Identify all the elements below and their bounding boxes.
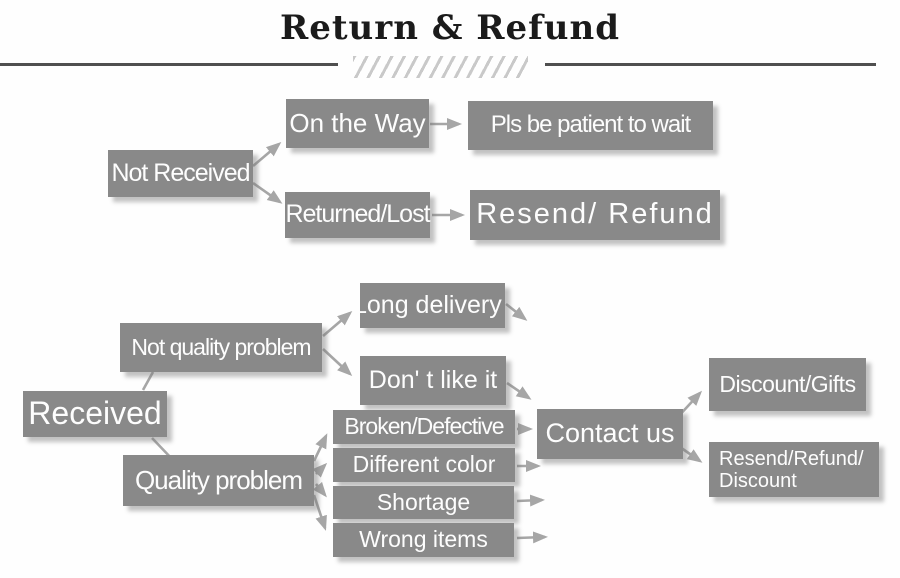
- node-label: Discount/Gifts: [719, 370, 856, 397]
- divider-left: [0, 63, 338, 66]
- node-not-quality-problem: Not quality problem: [120, 323, 322, 372]
- node-long-delivery: Long delivery: [360, 283, 505, 328]
- node-label: Wrong items: [359, 526, 488, 553]
- node-shortage: Shortage: [333, 486, 514, 519]
- arrow-wrong-items-out: [516, 531, 548, 544]
- node-received: Received: [23, 391, 167, 437]
- arrow-not-quality-to-dont-like-it: [322, 348, 353, 377]
- node-label: Don' t like it: [368, 365, 498, 394]
- node-resend-refund-discount: Resend/Refund/ Discount: [709, 442, 879, 497]
- divider-right: [545, 63, 876, 66]
- node-quality-problem: Quality problem: [123, 455, 314, 506]
- node-label-line1: Resend/Refund/: [719, 447, 864, 470]
- arrow-dont-like-it-out: [506, 381, 532, 400]
- arrow-quality-to-broken-defective: [312, 433, 328, 462]
- arrow-quality-to-different-color: [312, 462, 328, 478]
- node-different-color: Different color: [333, 448, 515, 482]
- arrow-quality-to-shortage: [312, 481, 327, 498]
- arrow-long-delivery-out: [505, 302, 528, 321]
- arrow-quality-to-wrong-items: [312, 494, 327, 531]
- hatch-decoration: [353, 56, 528, 78]
- node-label: Quality problem: [134, 465, 303, 496]
- arrow-shortage-out: [516, 494, 545, 507]
- node-label: Not Received: [111, 158, 250, 187]
- node-label: Different color: [352, 451, 496, 478]
- node-not-received: Not Received: [108, 150, 253, 197]
- node-label: Not quality problem: [131, 333, 311, 360]
- node-label: Resend/ Refund: [476, 198, 714, 231]
- node-contact-us: Contact us: [537, 409, 683, 459]
- node-wrong-items: Wrong items: [333, 523, 514, 557]
- node-resend-refund: Resend/ Refund: [470, 190, 720, 240]
- node-label: Long delivery: [360, 290, 502, 319]
- node-returned-lost: Returned/Lost: [285, 192, 431, 238]
- page-title: Return & Refund: [279, 8, 621, 48]
- node-discount-gifts: Discount/Gifts: [709, 358, 866, 411]
- node-label: Contact us: [545, 418, 675, 449]
- arrow-not-received-to-on-the-way: [252, 142, 282, 167]
- node-pls-be-patient-to-wait: Pls be patient to wait: [468, 101, 713, 150]
- node-broken-defective: Broken/Defective: [333, 410, 515, 444]
- arrow-not-received-to-returned-lost: [252, 181, 283, 204]
- line-received-to-not-quality-problem: [141, 371, 155, 391]
- node-label: Pls be patient to wait: [490, 111, 691, 139]
- node-label: Returned/Lost: [285, 200, 430, 229]
- node-label: Shortage: [376, 488, 471, 515]
- node-label: Received: [28, 395, 162, 432]
- node-dont-like-it: Don' t like it: [360, 356, 506, 405]
- node-label-line2: Discount: [719, 469, 797, 492]
- node-label: On the Way: [289, 108, 426, 139]
- arrow-not-quality-to-long-delivery: [322, 311, 353, 337]
- node-on-the-way: On the Way: [286, 99, 429, 148]
- node-label: Broken/Defective: [344, 413, 504, 440]
